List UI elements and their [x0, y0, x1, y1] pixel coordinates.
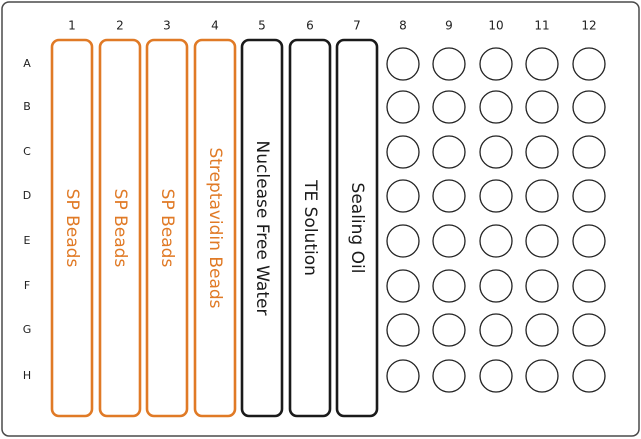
lane-column-2: SP Beads [98, 38, 142, 418]
well-B12 [572, 90, 606, 124]
well-A8 [386, 47, 420, 81]
lane-column-6: TE Solution [288, 38, 332, 418]
well-B11 [525, 90, 559, 124]
well-G9 [432, 313, 466, 347]
well-A9 [432, 47, 466, 81]
column-label-3: 3 [163, 19, 171, 33]
column-label-5: 5 [258, 19, 266, 33]
lane-column-7: Sealing Oil [335, 38, 379, 418]
lane-outline [98, 38, 142, 418]
well-G12 [572, 313, 606, 347]
well-C8 [386, 135, 420, 169]
well-H12 [572, 359, 606, 393]
lane-column-3: SP Beads [145, 38, 189, 418]
row-label-B: B [23, 100, 31, 113]
well-E12 [572, 224, 606, 258]
lane-column-4: Streptavidin Beads [193, 38, 237, 418]
well-D8 [386, 179, 420, 213]
lane-outline [50, 38, 94, 418]
reagent-lanes: SP Beads SP Beads SP Beads Streptavidin Bea… [50, 38, 379, 418]
lane-label: Streptavidin Beads [205, 147, 225, 308]
row-label-H: H [23, 369, 31, 382]
well-B10 [479, 90, 513, 124]
row-label-C: C [23, 145, 31, 158]
well-C10 [479, 135, 513, 169]
well-C12 [572, 135, 606, 169]
well-D9 [432, 179, 466, 213]
well-A11 [525, 47, 559, 81]
well-E8 [386, 224, 420, 258]
well-D10 [479, 179, 513, 213]
well-E11 [525, 224, 559, 258]
row-label-E: E [24, 234, 31, 247]
column-label-10: 10 [488, 19, 503, 33]
lane-outline [288, 38, 332, 418]
well-G11 [525, 313, 559, 347]
empty-wells [386, 47, 606, 393]
well-A10 [479, 47, 513, 81]
well-G8 [386, 313, 420, 347]
lane-label: TE Solution [300, 179, 320, 276]
lane-label: SP Beads [62, 189, 82, 268]
well-G10 [479, 313, 513, 347]
well-C9 [432, 135, 466, 169]
lane-label: SP Beads [157, 189, 177, 268]
well-F11 [525, 269, 559, 303]
row-labels: A B C D E F G H [23, 57, 32, 382]
well-B8 [386, 90, 420, 124]
lane-outline [145, 38, 189, 418]
column-label-8: 8 [399, 19, 407, 33]
well-E9 [432, 224, 466, 258]
well-E10 [479, 224, 513, 258]
well-B9 [432, 90, 466, 124]
row-label-A: A [23, 57, 31, 70]
well-F8 [386, 269, 420, 303]
column-label-7: 7 [353, 19, 361, 33]
lane-outline [335, 38, 379, 418]
lane-outline [240, 38, 284, 418]
well-F10 [479, 269, 513, 303]
lane-column-5: Nuclease Free Water [240, 38, 284, 418]
column-label-11: 11 [534, 19, 549, 33]
lane-label: Nuclease Free Water [252, 141, 272, 316]
column-label-9: 9 [445, 19, 453, 33]
lane-column-1: SP Beads [50, 38, 94, 418]
column-label-12: 12 [581, 19, 596, 33]
row-label-G: G [23, 323, 32, 336]
well-A12 [572, 47, 606, 81]
column-label-4: 4 [211, 19, 219, 33]
well-D11 [525, 179, 559, 213]
lane-outline [193, 38, 237, 418]
well-F9 [432, 269, 466, 303]
well-H11 [525, 359, 559, 393]
lane-label: Sealing Oil [347, 183, 367, 274]
well-F12 [572, 269, 606, 303]
well-H8 [386, 359, 420, 393]
well-D12 [572, 179, 606, 213]
row-label-F: F [24, 279, 30, 292]
column-label-2: 2 [116, 19, 124, 33]
column-label-1: 1 [68, 19, 76, 33]
lane-label: SP Beads [110, 189, 130, 268]
row-label-D: D [23, 189, 31, 202]
well-C11 [525, 135, 559, 169]
well-H10 [479, 359, 513, 393]
well-H9 [432, 359, 466, 393]
column-label-6: 6 [306, 19, 314, 33]
